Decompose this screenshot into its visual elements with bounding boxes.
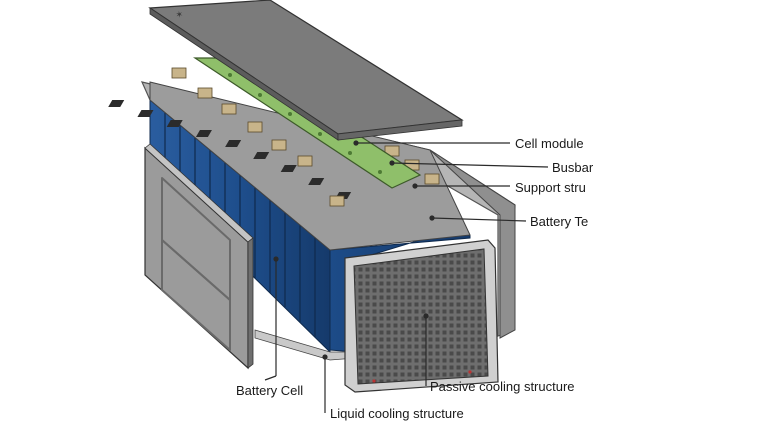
label-liquid-cooling: Liquid cooling structure <box>330 406 464 421</box>
label-support-structure: Support stru <box>515 180 586 195</box>
busbar-connectors <box>171 67 440 207</box>
left-side-panel <box>144 143 254 370</box>
image-edge-mask <box>596 0 768 432</box>
label-passive-cooling: Passive cooling structure <box>430 379 575 394</box>
label-busbar: Busbar <box>552 160 594 175</box>
passive-cooling-plate <box>344 239 499 393</box>
cell-terminals <box>108 100 352 199</box>
label-cell-module: Cell module <box>515 136 584 151</box>
svg-text:✶: ✶ <box>175 10 184 21</box>
label-battery-terminal: Battery Te <box>530 214 589 229</box>
top-cover-plate: ✶ <box>148 0 464 141</box>
leader-lines <box>264 140 549 413</box>
label-battery-cell: Battery Cell <box>236 383 304 398</box>
